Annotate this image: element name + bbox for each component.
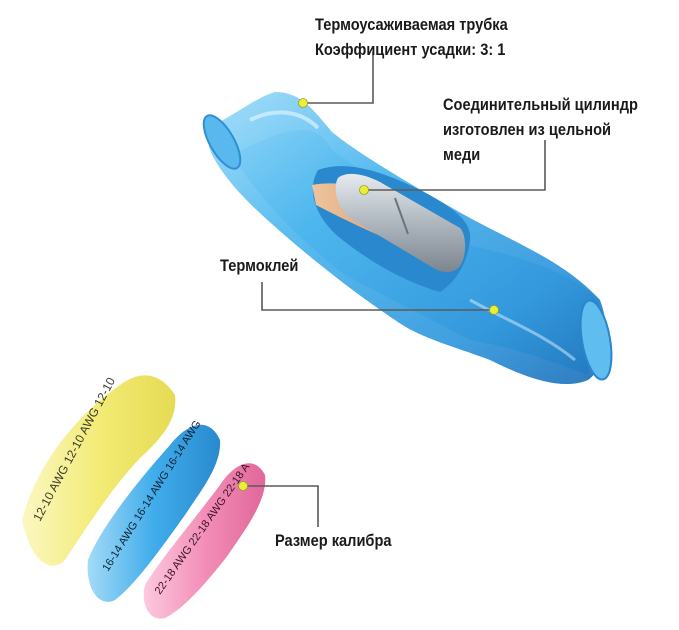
label-adhesive: Термоклей <box>220 253 298 278</box>
barrel-seam <box>394 197 409 235</box>
tube-right-opening <box>579 299 613 381</box>
connector-line-3: меди <box>443 145 481 164</box>
callouts <box>244 52 546 527</box>
callout-dot-heat-shrink <box>298 98 308 108</box>
label-gauge-size: Размер калибра <box>275 528 392 553</box>
tube-highlight <box>249 110 320 130</box>
label-heat-shrink-tube: Термоусаживаемая трубка Коэффициент усад… <box>315 12 508 62</box>
callout-line-gauge <box>244 485 319 527</box>
callout-dots <box>238 98 499 491</box>
main-connector-illustration <box>202 92 613 385</box>
tube-left-opening <box>202 114 242 170</box>
connector-line-2: изготовлен из цельной <box>443 120 611 139</box>
callout-line-heat-shrink <box>305 52 374 104</box>
shrink-ratio: Коэффициент усадки: 3: 1 <box>315 40 506 59</box>
adhesive-title: Термоклей <box>220 256 299 275</box>
callout-dot-connector <box>359 185 369 195</box>
callout-line-connector <box>365 140 546 191</box>
tube-highlight-2 <box>469 298 576 362</box>
label-connector-barrel: Соединительный цилиндр изготовлен из цел… <box>443 92 638 167</box>
callout-dot-gauge <box>238 481 248 491</box>
connector-line-1: Соединительный цилиндр <box>443 95 638 114</box>
gauge-title: Размер калибра <box>275 531 392 550</box>
callout-dot-adhesive <box>489 305 499 315</box>
heat-shrink-title: Термоусаживаемая трубка <box>315 15 508 34</box>
silver-barrel <box>335 173 466 273</box>
callout-line-adhesive <box>261 282 493 311</box>
